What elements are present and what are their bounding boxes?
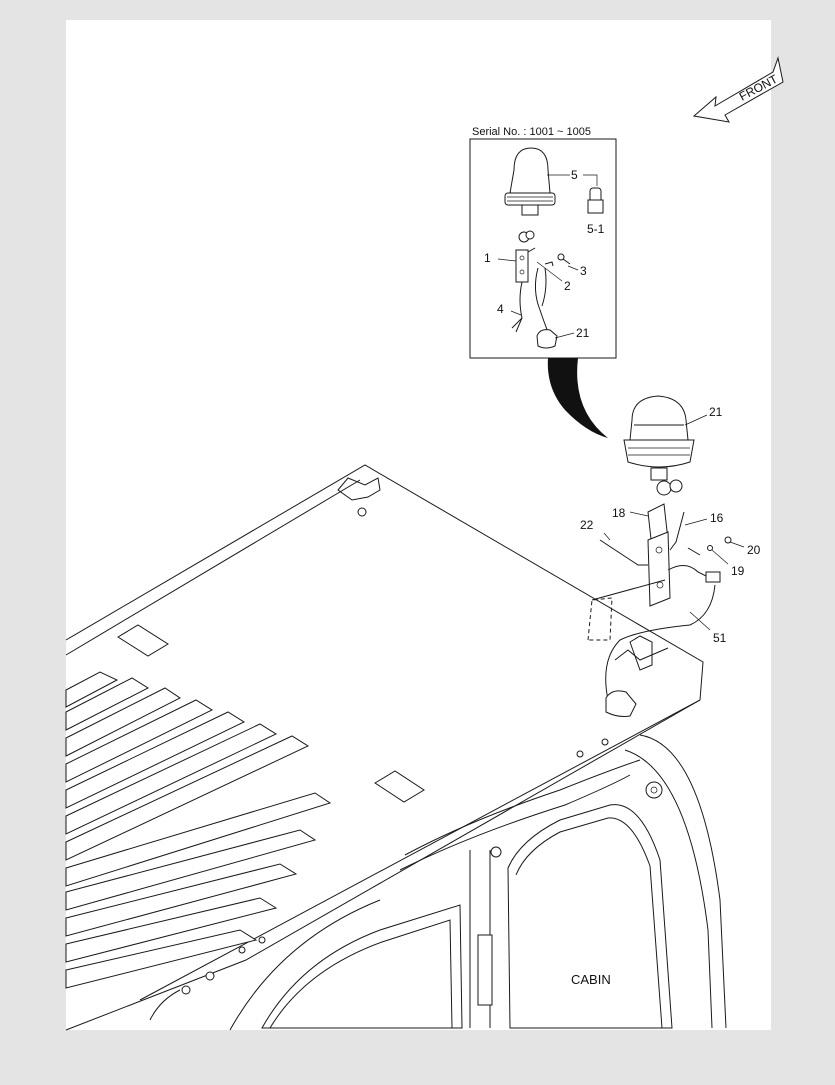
beacon-old (504, 147, 571, 349)
callout-3: 3 (580, 264, 587, 278)
callout-5-1: 5-1 (587, 222, 605, 236)
roof-grille (65, 671, 332, 989)
callout-2: 2 (564, 279, 571, 293)
cabin-roof (65, 464, 704, 1031)
callout-21-inset: 21 (576, 326, 590, 340)
callout-16: 16 (710, 511, 724, 525)
bulb-icon (587, 187, 604, 214)
inset-box: Serial No. : 1001 ~ 1005 (469, 126, 617, 359)
callout-18: 18 (612, 506, 626, 520)
serial-label: Serial No. : 1001 ~ 1005 (472, 126, 591, 138)
rail-bolts (181, 738, 609, 995)
mount-assembly (587, 503, 732, 717)
callout-22: 22 (580, 518, 594, 532)
callout-19: 19 (731, 564, 745, 578)
callout-21: 21 (709, 405, 723, 419)
callout-4: 4 (497, 302, 504, 316)
callout-51: 51 (713, 631, 727, 645)
callout-5: 5 (571, 168, 578, 182)
beacon-new (623, 395, 695, 496)
callout-1: 1 (484, 251, 491, 265)
callout-20: 20 (747, 543, 761, 557)
cabin-body (149, 734, 727, 1031)
door-hinge (477, 934, 493, 1006)
replacement-arrow (547, 358, 608, 438)
cabin-label: CABIN (571, 972, 611, 987)
